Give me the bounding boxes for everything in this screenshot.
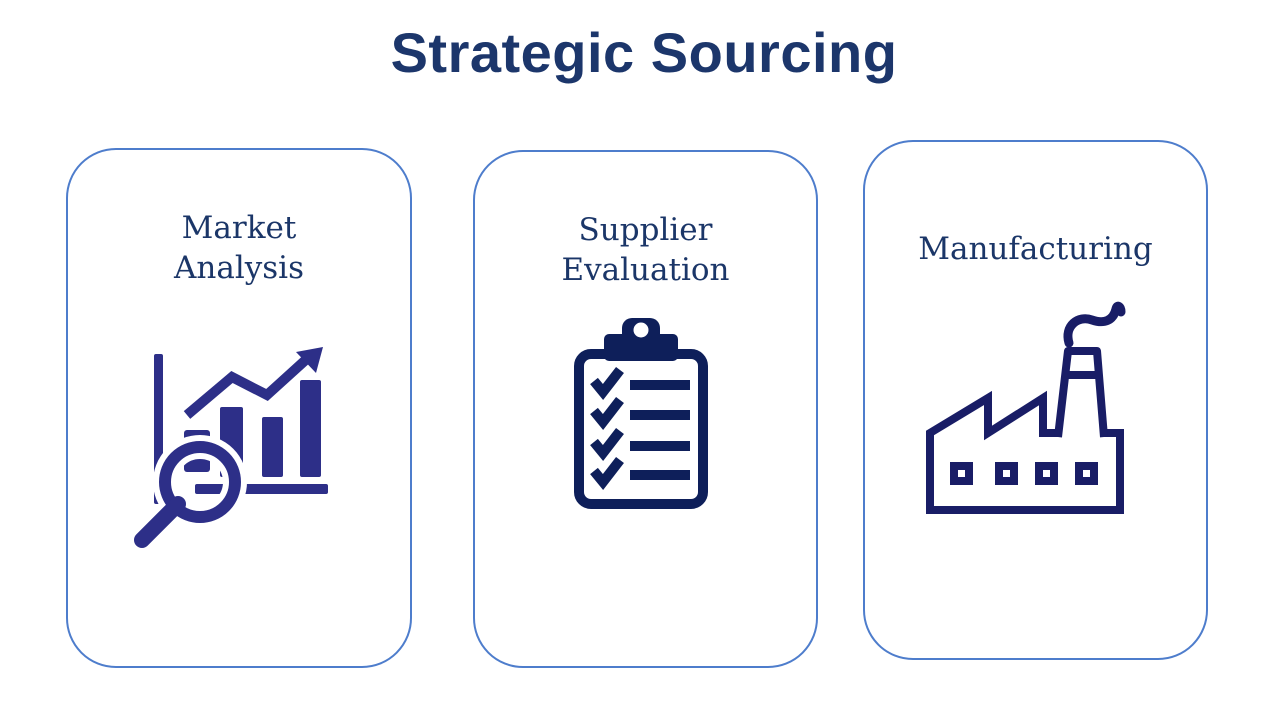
factory-icon: [920, 299, 1135, 514]
clip-hole: [633, 322, 649, 338]
factory-building: [926, 390, 1124, 514]
page-title: Strategic Sourcing: [390, 21, 898, 84]
factory-windows: [950, 462, 1098, 485]
card-supplier-evaluation: Supplier Evaluation: [473, 150, 818, 668]
card-market-analysis-label: Market Analysis: [68, 200, 410, 296]
card-supplier-evaluation-label: Supplier Evaluation: [475, 202, 816, 298]
card-manufacturing-label: Manufacturing: [865, 204, 1206, 294]
card-market-analysis: Market Analysis: [66, 148, 412, 668]
factory-chimney: [1054, 347, 1108, 438]
chart-magnifier-svg: [132, 347, 328, 552]
checklist-rows: [590, 366, 690, 491]
chart-magnifier-icon: [132, 347, 332, 552]
trend-arrowhead: [296, 347, 323, 373]
check-marks: [590, 366, 624, 491]
clipboard-checklist-svg: [574, 318, 708, 509]
label-line: Market: [181, 210, 297, 246]
label-line: Manufacturing: [918, 231, 1153, 267]
chimney-smoke: [1063, 301, 1126, 348]
clipboard-clip: [604, 318, 678, 361]
trend-line: [183, 352, 314, 419]
factory-svg: [926, 301, 1126, 514]
label-line: Supplier: [578, 212, 713, 248]
card-manufacturing: Manufacturing: [863, 140, 1208, 660]
list-lines: [630, 380, 690, 480]
label-line: Evaluation: [561, 252, 730, 288]
magnifier-glass: [134, 441, 241, 548]
clipboard-checklist-icon: [570, 318, 712, 514]
label-line: Analysis: [174, 250, 304, 286]
